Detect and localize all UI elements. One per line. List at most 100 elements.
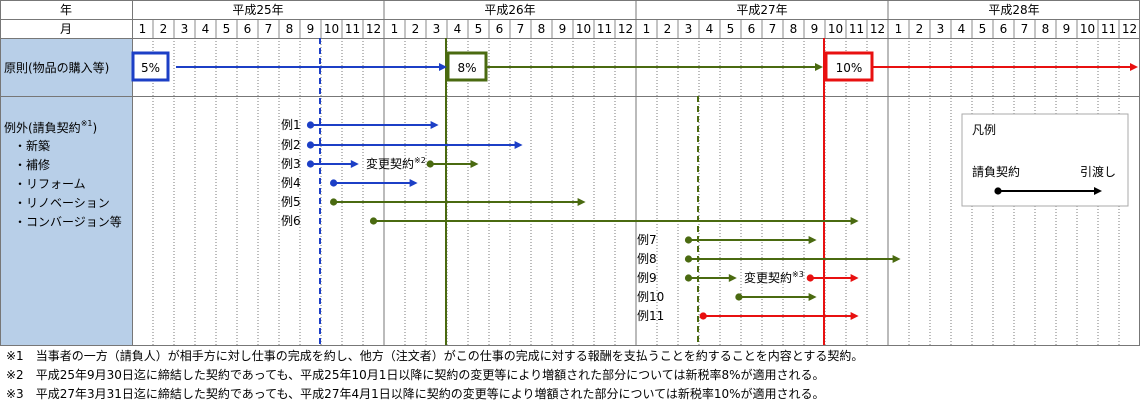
example-label-8: 例8 [637,252,657,266]
month-label: 4 [958,22,966,36]
legend-start-label: 請負契約 [972,164,1020,179]
month-label: 5 [727,22,735,36]
left-column-fill [0,38,132,345]
example-7-arrow-1-head [808,236,817,244]
example-label-7: 例7 [637,233,657,247]
year-label: 平成28年 [988,3,1039,17]
month-label: 2 [160,22,168,36]
footnote-3: ※3 平成27年3月31日迄に締結した契約であっても、平成27年4月1日以降に契… [6,387,825,401]
exception-item: ・補修 [14,157,50,172]
exception-item: ・リフォーム [14,177,86,191]
month-label: 5 [979,22,987,36]
month-label: 1 [139,22,147,36]
example-9-arrow-1-head [728,274,737,282]
example-8-arrow-1-head [892,255,901,263]
example-label-10: 例10 [637,290,664,304]
example-7-arrow-1-start-dot [684,236,693,244]
example-label-1: 例1 [281,118,301,132]
example-label-2: 例2 [281,138,301,152]
month-label: 10 [1080,22,1095,36]
example-label-9: 例9 [637,271,657,285]
legend-arrow-head [1094,187,1102,195]
month-label: 10 [828,22,843,36]
example-3-arrow-1-head [350,160,359,168]
change-contract-note: 変更契約※3 [744,270,804,285]
principle-label: 原則(物品の購入等) [4,61,109,75]
month-label: 3 [181,22,189,36]
example-10-arrow-1-head [808,293,817,301]
example-5-arrow-1-head [577,198,586,206]
change-contract-note: 変更契約※2 [366,156,426,171]
month-label: 8 [286,22,294,36]
month-label: 3 [433,22,441,36]
exception-label: 例外(請負契約※1) [4,119,97,135]
month-label: 6 [496,22,504,36]
month-label: 1 [391,22,399,36]
month-label: 8 [790,22,798,36]
example-3-arrow-1-start-dot [306,160,315,168]
example-5-arrow-1-start-dot [330,198,338,206]
month-label: 12 [1122,22,1137,36]
month-label: 11 [345,22,360,36]
example-label-6: 例6 [281,214,301,228]
principle-arrow-5-head [439,63,447,71]
principle-arrow-8-head [815,63,823,71]
month-label: 2 [664,22,672,36]
example-11-arrow-1-head [850,312,859,320]
rate-box-label: 10% [836,61,863,75]
rate-box-label: 5% [141,61,160,75]
month-label: 4 [454,22,462,36]
example-9-arrow-2-start-dot [806,274,814,282]
month-label: 8 [538,22,546,36]
example-10-arrow-1-start-dot [735,293,743,301]
example-label-4: 例4 [281,176,301,190]
example-1-arrow-1-head [430,121,439,129]
month-label: 6 [1000,22,1008,36]
month-label: 9 [559,22,567,36]
month-label: 1 [643,22,651,36]
month-label: 3 [937,22,945,36]
month-label: 9 [307,22,315,36]
example-3-arrow-2-start-dot [426,160,434,168]
month-label: 12 [870,22,885,36]
example-4-arrow-1-head [409,179,418,187]
example-3-arrow-2-head [470,160,479,168]
example-label-5: 例5 [281,195,301,209]
month-label: 12 [366,22,381,36]
example-9-arrow-1-start-dot [684,274,693,282]
rate-box-5pct [131,51,170,82]
month-label: 10 [324,22,339,36]
example-label-11: 例11 [637,309,664,323]
year-label: 平成25年 [232,3,283,17]
example-1-arrow-1-start-dot [306,121,315,129]
example-6-arrow-1-start-dot [369,217,378,225]
month-label: 7 [1021,22,1029,36]
year-header-label: 年 [60,3,72,17]
year-label: 平成27年 [736,3,787,17]
month-label: 7 [265,22,273,36]
legend-arrow-start-dot [994,187,1002,195]
exception-item: ・リノベーション [14,196,110,210]
legend-title: 凡例 [972,123,996,137]
example-4-arrow-1-start-dot [330,179,338,187]
month-label: 5 [475,22,483,36]
rate-box-label: 8% [457,61,476,75]
month-label: 7 [517,22,525,36]
month-label: 4 [706,22,714,36]
example-8-arrow-1-start-dot [684,255,693,263]
month-label: 1 [895,22,903,36]
example-11-arrow-1-start-dot [699,312,707,320]
month-header-label: 月 [60,22,72,36]
exception-item: ・新築 [14,138,50,153]
exception-item: ・コンバージョン等 [14,215,122,229]
footnote-1: ※1 当事者の一方（請負人）が相手方に対し仕事の完成を約し、他方（注文者）がこの… [6,349,864,363]
month-label: 5 [223,22,231,36]
month-label: 9 [1063,22,1071,36]
month-label: 6 [748,22,756,36]
rate-box-8pct [446,51,488,82]
example-2-arrow-1-head [514,141,523,149]
legend-end-label: 引渡し [1080,164,1116,179]
month-label: 2 [412,22,420,36]
year-label: 平成26年 [484,3,535,17]
